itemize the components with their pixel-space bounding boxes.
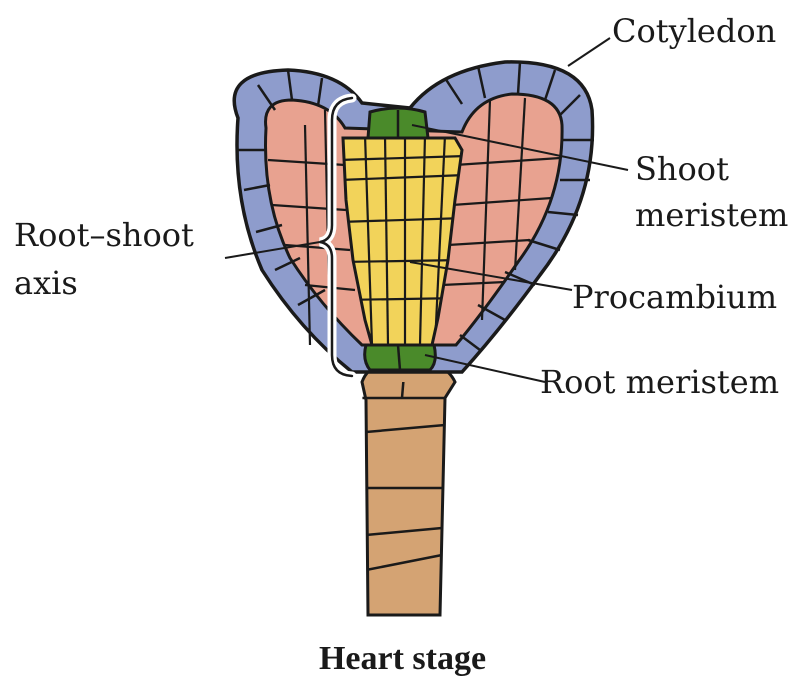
shoot-meristem <box>368 108 428 138</box>
label-procambium: Procambium <box>572 278 777 316</box>
label-cotyledon: Cotyledon <box>612 12 776 50</box>
label-root-shoot-axis-line2: axis <box>14 264 78 302</box>
label-shoot-meristem-line1: Shoot <box>635 150 729 188</box>
suspensor-body <box>362 358 455 615</box>
label-root-shoot-axis-line1: Root–shoot <box>14 216 194 254</box>
cotyledon-leader <box>568 38 610 66</box>
suspensor <box>362 358 455 615</box>
figure-caption: Heart stage <box>0 640 805 678</box>
label-shoot-meristem-line2: meristem <box>635 196 788 234</box>
label-root-meristem: Root meristem <box>540 363 779 401</box>
root-meristem <box>365 345 436 370</box>
